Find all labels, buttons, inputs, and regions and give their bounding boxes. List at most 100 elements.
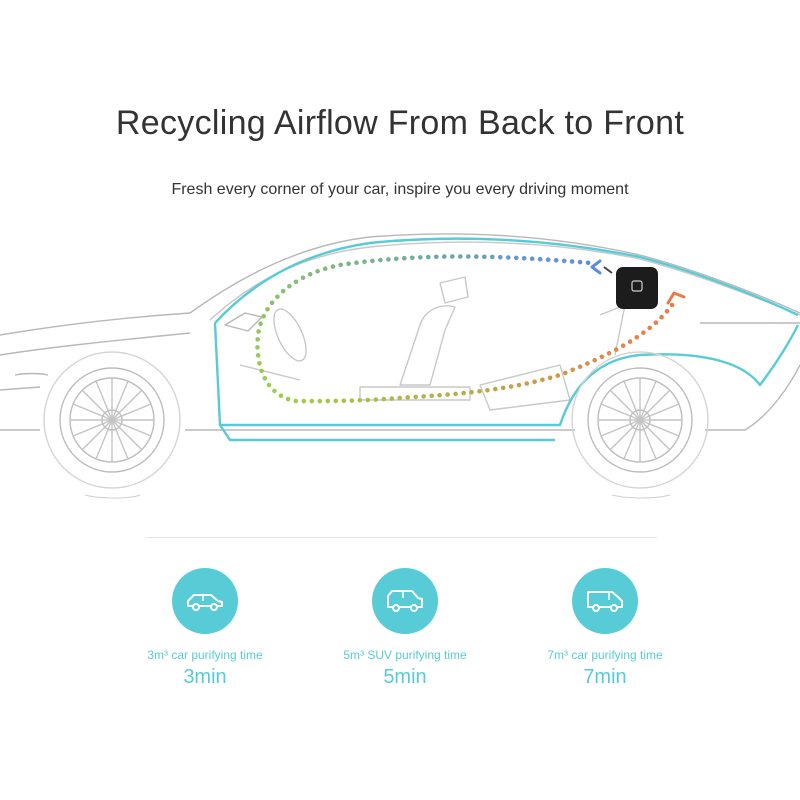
airflow-dot — [370, 258, 375, 264]
airflow-dot — [354, 260, 359, 265]
airflow-dot — [445, 392, 450, 397]
airflow-dot — [349, 398, 355, 403]
airflow-dot — [410, 255, 415, 261]
airflow-dot — [545, 257, 551, 262]
airflow-dot — [322, 266, 328, 271]
airflow-dot — [555, 373, 561, 378]
stat-value: 5min — [383, 666, 427, 688]
airflow-dot — [647, 325, 652, 331]
airflow-dot — [341, 398, 347, 404]
airflow-dot — [508, 384, 514, 389]
page-title: Recycling Airflow From Back to Front — [115, 104, 685, 142]
airflow-dot — [561, 258, 567, 264]
airflow-dot — [293, 279, 299, 285]
page-subtitle: Fresh every corner of your car, inspire … — [171, 181, 629, 198]
airflow-dot — [269, 300, 275, 306]
car-outline — [0, 233, 800, 431]
airflow-dot — [477, 389, 482, 394]
airflow-dot — [469, 389, 474, 395]
ground-shadow — [84, 494, 671, 499]
airflow-dot — [262, 376, 268, 381]
airflow-dot — [563, 370, 568, 376]
airflow-dot — [442, 254, 447, 259]
airflow-dot — [627, 339, 633, 344]
airflow-arrow-start — [666, 291, 686, 305]
airflow-dot — [498, 254, 503, 260]
airflow-dot — [634, 335, 640, 340]
airflow-dot — [346, 261, 351, 267]
airflow-arrow-end — [590, 259, 602, 275]
airflow-dot — [585, 260, 591, 266]
airflow-dot — [300, 275, 306, 281]
airflow-dot — [261, 314, 267, 319]
airflow-dot — [620, 343, 626, 348]
cabin-floor-outline — [213, 237, 800, 442]
airflow-dot — [529, 256, 535, 261]
airflow-dot — [373, 397, 379, 402]
airflow-dot — [357, 398, 363, 403]
airflow-dot — [309, 398, 315, 404]
stat-van: 7m³ car purifying time 7min — [505, 568, 705, 689]
airflow-dot — [450, 254, 455, 259]
airflow-dot — [287, 283, 292, 289]
airflow-dots — [255, 254, 675, 404]
airflow-dot — [333, 398, 339, 404]
airflow-dot — [606, 351, 612, 356]
airflow-dot — [585, 361, 590, 366]
stat-value: 3min — [183, 666, 227, 688]
airflow-dot — [514, 255, 519, 261]
airflow-dot — [434, 254, 439, 260]
airflow-dot — [482, 254, 487, 260]
airflow-dot — [641, 330, 646, 335]
airflow-dot — [521, 256, 527, 261]
airflow-dot — [394, 256, 399, 262]
suv-icon — [372, 568, 438, 634]
airflow-dot — [255, 337, 260, 342]
airflow-dot — [338, 262, 344, 268]
stat-value: 7min — [583, 666, 627, 688]
airflow-dot — [265, 307, 270, 312]
airflow-dot — [669, 302, 675, 308]
airflow-dot — [474, 254, 479, 259]
airflow-dot — [421, 394, 427, 399]
airflow-dot — [547, 375, 553, 381]
airflow-dot — [280, 288, 286, 294]
airflow-dot — [592, 357, 597, 363]
airflow-dot — [272, 388, 277, 394]
airflow-dot — [437, 392, 442, 398]
airflow-dot — [493, 386, 498, 392]
purifying-stats: 3m³ car purifying time 3min 5m³ SUV puri… — [0, 568, 800, 708]
airflow-dot — [317, 398, 323, 404]
stat-label: 7m³ car purifying time — [547, 648, 663, 662]
airflow-dot — [569, 259, 575, 264]
airflow-dot — [301, 398, 307, 404]
airflow-dot — [413, 394, 419, 400]
rear-wheel — [571, 351, 709, 489]
airflow-dot — [461, 390, 466, 396]
airflow-dot — [258, 321, 263, 326]
stat-label: 3m³ car purifying time — [147, 648, 263, 662]
airflow-dot — [293, 398, 299, 404]
airflow-dot — [330, 264, 336, 269]
airflow-dot — [466, 254, 471, 259]
car-airflow-illustration — [0, 233, 800, 499]
airflow-dot — [458, 254, 463, 259]
airflow-dot — [278, 393, 284, 398]
airflow-dot — [537, 256, 543, 262]
airflow-dot — [307, 272, 313, 277]
airflow-dot — [524, 381, 530, 386]
airflow-dot — [266, 382, 272, 388]
airflow-dot — [599, 354, 605, 360]
airflow-dot — [365, 397, 371, 403]
airflow-dot — [325, 398, 331, 404]
airflow-dot — [397, 395, 403, 401]
airflow-dot — [405, 395, 411, 400]
airflow-dot — [453, 391, 458, 397]
airflow-dot — [429, 393, 435, 399]
airflow-dot — [570, 367, 575, 373]
airflow-dot — [386, 257, 391, 262]
airflow-dot — [362, 259, 367, 265]
stat-suv: 5m³ SUV purifying time 5min — [305, 568, 505, 689]
airflow-dot — [275, 294, 280, 300]
airflow-dot — [664, 309, 670, 314]
